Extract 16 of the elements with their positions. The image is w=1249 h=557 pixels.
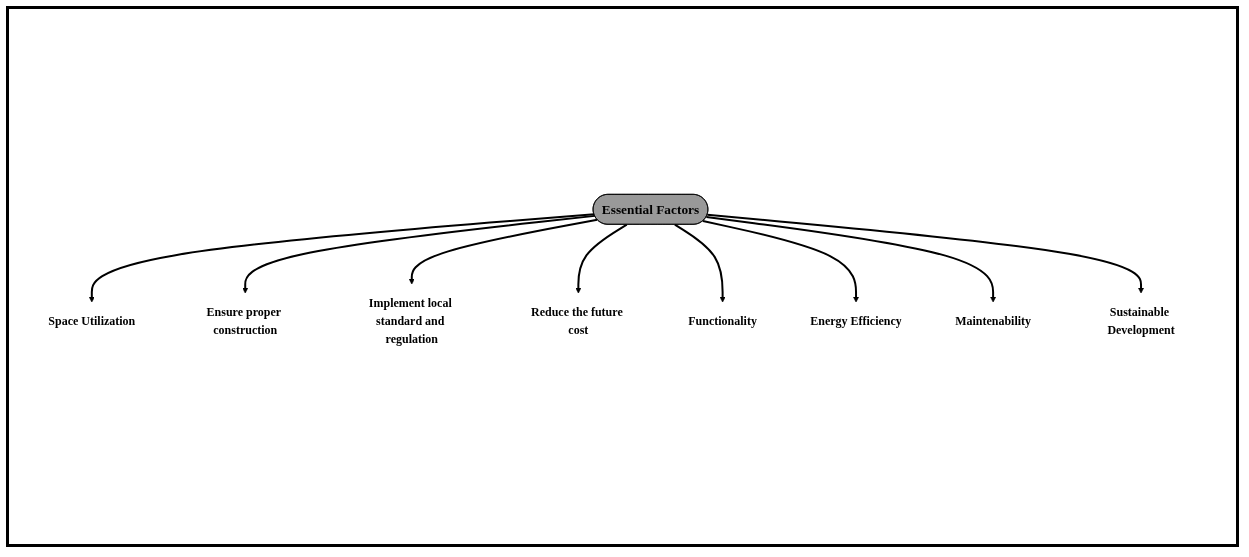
node-text: Ensure proper construction [206,305,281,337]
node-text: Functionality [687,314,757,328]
arrow [701,220,859,303]
arrow [574,223,628,294]
arrow [241,215,596,294]
arrow [705,214,1144,294]
arrow [673,223,726,303]
node-text: Reduce the future cost [530,305,623,337]
node-text: Space Utilization [47,314,135,328]
arrow [704,216,996,303]
node-text: Energy Efficiency [809,314,902,328]
node-text: Implement local standard and regulation [368,296,452,346]
arrow [88,213,595,303]
node-text: Maintenability [954,314,1031,328]
arrow [408,218,598,285]
node-text: Sustainable Development [1106,305,1175,337]
